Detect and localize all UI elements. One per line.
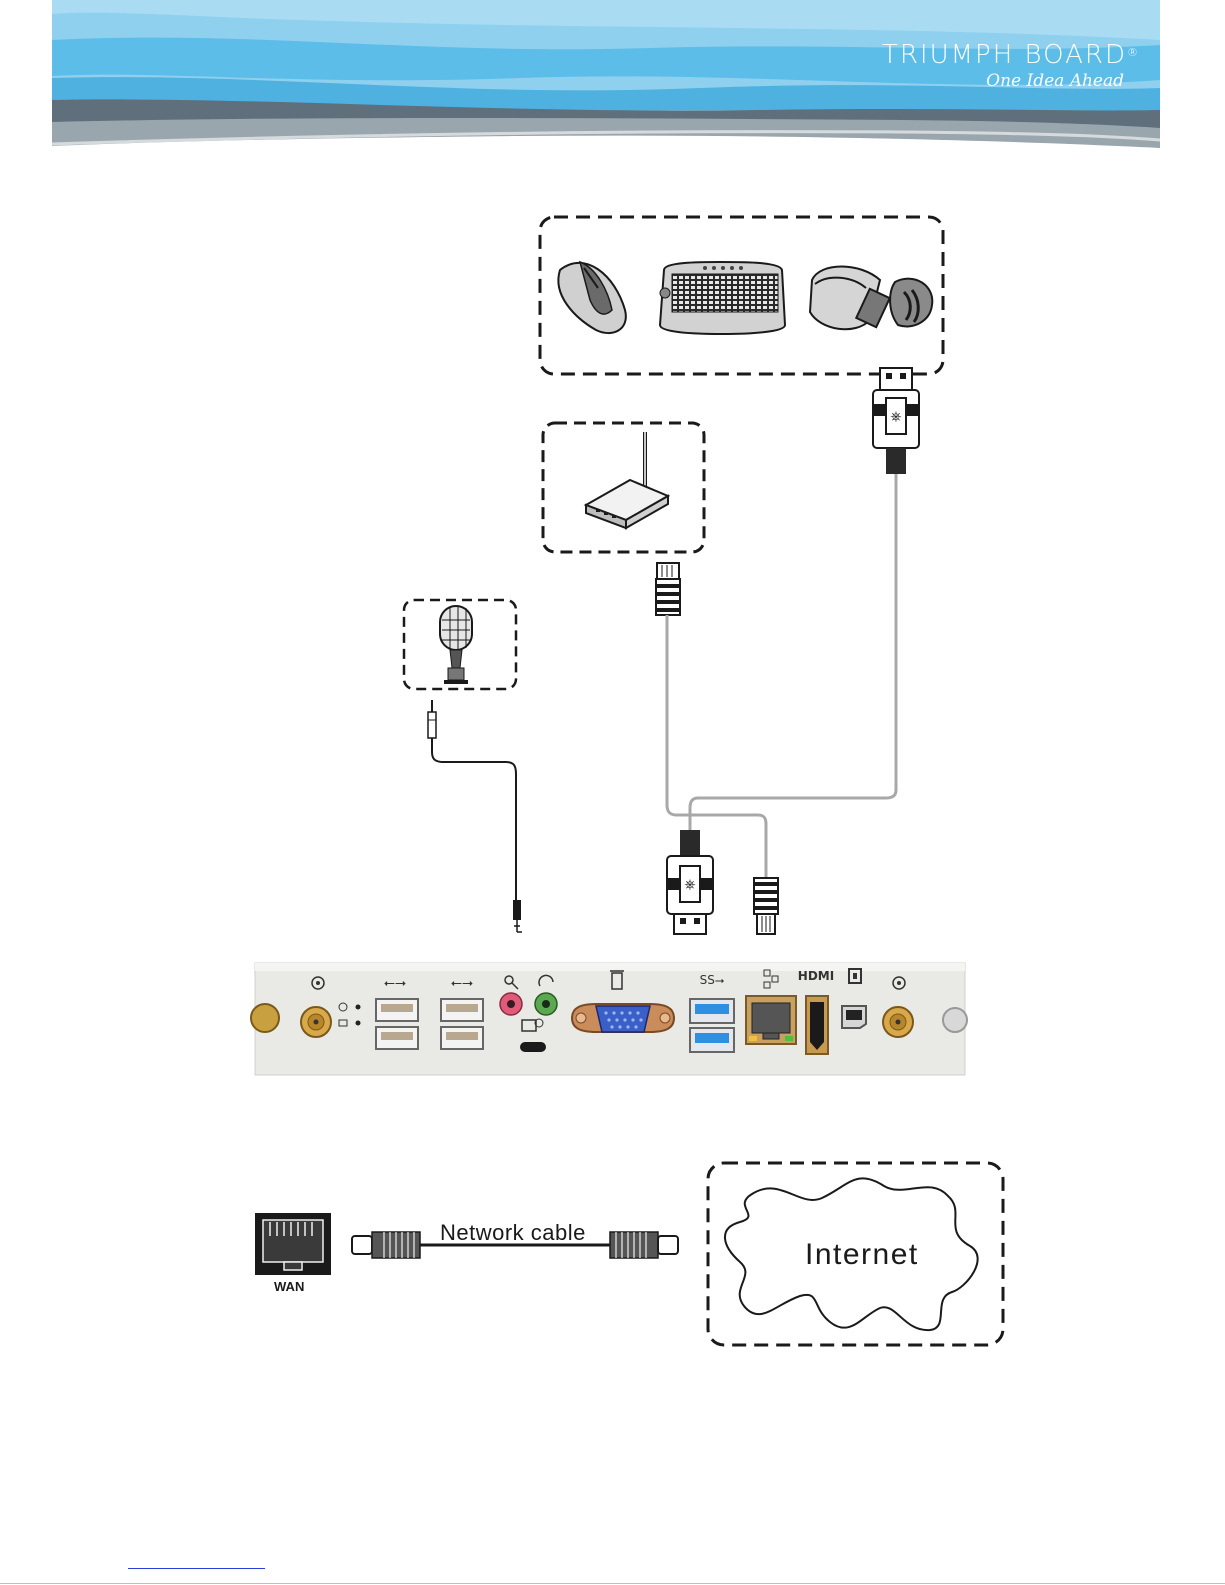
internet-label: Internet xyxy=(805,1238,919,1272)
microphone-icon xyxy=(440,606,472,684)
wan-label: WAN xyxy=(274,1279,304,1294)
network-plug-left xyxy=(352,1232,420,1258)
svg-text:SS⭢: SS⭢ xyxy=(700,973,725,987)
antenna-port-1 xyxy=(301,1007,331,1037)
antenna-port-2 xyxy=(883,1007,913,1037)
usb-icon: ⭠⭢ xyxy=(384,975,406,991)
footer-divider xyxy=(0,1583,1225,1584)
usb-connector-top: ⎈ xyxy=(873,368,919,474)
displayport-port xyxy=(842,1006,866,1028)
mic-in-jack xyxy=(500,993,522,1015)
usb-connector-bottom: ⎈ xyxy=(667,830,713,934)
microphone-group xyxy=(404,600,516,689)
usb-icon: ⭠⭢ xyxy=(451,975,473,991)
router-icon xyxy=(586,432,668,528)
hdmi-icon: HDMI xyxy=(798,969,834,983)
footer-link-underline[interactable] xyxy=(128,1568,265,1569)
mic-cable xyxy=(428,700,522,932)
lan-port xyxy=(746,996,796,1044)
usb-3-icon: SS⭢ xyxy=(700,973,725,987)
network-plug-right xyxy=(610,1232,678,1258)
port-panel: ⭠⭢ ⭠⭢ SS⭢ xyxy=(251,963,967,1075)
svg-text:⭠⭢: ⭠⭢ xyxy=(451,975,473,991)
svg-text:⎈: ⎈ xyxy=(684,877,695,893)
rj45-connector-router xyxy=(656,563,680,615)
network-cable-label: Network cable xyxy=(440,1220,586,1246)
hdmi-port xyxy=(806,996,828,1054)
svg-text:⎈: ⎈ xyxy=(890,409,901,425)
vga-port xyxy=(572,1004,674,1032)
rj45-connector-panel xyxy=(754,878,778,934)
peripherals-group xyxy=(540,217,943,374)
line-out-jack xyxy=(535,993,557,1015)
svg-text:⭠⭢: ⭠⭢ xyxy=(384,975,406,991)
screw-right xyxy=(943,1008,967,1032)
mouse-icon xyxy=(558,262,625,333)
router-group xyxy=(543,423,704,552)
keyboard-icon xyxy=(660,262,785,334)
usb-dongle-icon xyxy=(810,267,932,330)
wan-port-icon xyxy=(255,1213,331,1275)
grey-cables xyxy=(667,474,896,878)
antenna-port-left xyxy=(251,1004,279,1032)
svg-text:HDMI: HDMI xyxy=(798,969,834,983)
kensington-lock-slot xyxy=(520,1042,546,1052)
